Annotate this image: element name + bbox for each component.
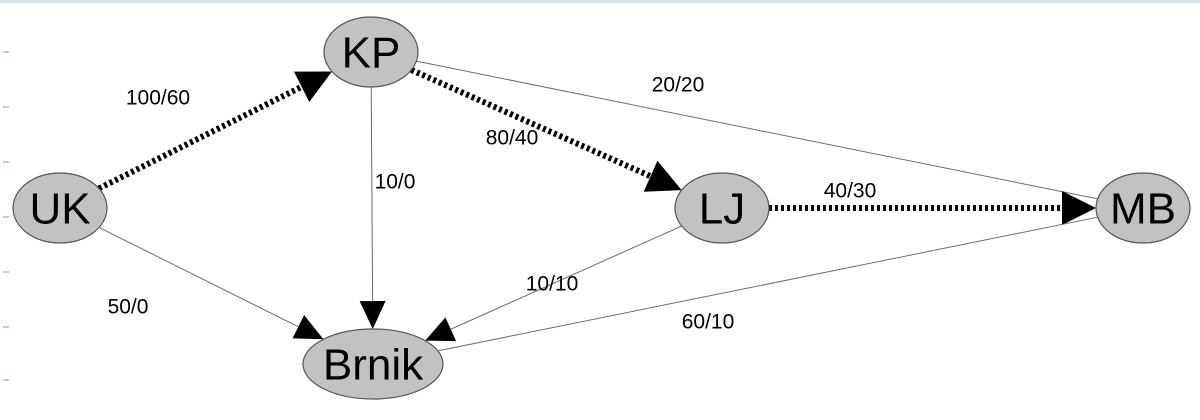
edge-labels-layer: 100/60 50/0 10/0 80/40 20/20 10/10 40/30 60/10 xyxy=(108,74,877,334)
arrowhead-kp-brnik xyxy=(359,300,386,330)
arrowhead-uk-brnik xyxy=(292,315,324,340)
edge-label-kp-lj: 80/40 xyxy=(486,127,539,150)
edge-label-lj-brnik: 10/10 xyxy=(526,273,579,296)
node-shape-brnik xyxy=(302,328,444,400)
edge-kp-brnik xyxy=(370,86,374,302)
node-label-kp: KP xyxy=(342,29,401,78)
edge-label-uk-kp: 100/60 xyxy=(126,87,190,110)
edge-label-lj-mb: 40/30 xyxy=(824,180,877,203)
edges-layer xyxy=(97,60,1098,352)
nodes-layer: UK KP Brnik LJ MB xyxy=(12,16,1191,400)
node-label-brnik: Brnik xyxy=(323,341,424,390)
arrowhead-lj-brnik xyxy=(425,317,457,342)
node-lj: LJ xyxy=(674,172,770,244)
arrowhead-uk-kp xyxy=(294,71,333,102)
edge-label-kp-brnik: 10/0 xyxy=(375,171,416,194)
edge-brnik-mb xyxy=(437,216,1098,352)
node-shape-mb xyxy=(1095,172,1191,244)
top-rule xyxy=(0,0,1200,3)
node-shape-lj xyxy=(674,172,770,244)
node-label-lj: LJ xyxy=(699,185,745,234)
edge-lj-brnik xyxy=(450,225,682,330)
edge-kp-mb xyxy=(416,60,1098,200)
edge-label-kp-mb: 20/20 xyxy=(652,74,705,97)
node-mb: MB xyxy=(1095,172,1191,244)
node-uk: UK xyxy=(12,172,108,244)
edge-label-brnik-mb: 60/10 xyxy=(682,311,735,334)
edge-uk-kp xyxy=(97,84,303,192)
node-shape-kp xyxy=(323,16,419,88)
node-brnik: Brnik xyxy=(302,328,444,400)
node-kp: KP xyxy=(323,16,419,88)
arrowhead-lj-mb xyxy=(1062,191,1096,225)
side-tick-marks xyxy=(3,51,9,381)
edge-kp-lj xyxy=(410,67,652,179)
arrowhead-kp-lj xyxy=(643,160,682,192)
edge-uk-brnik xyxy=(98,227,299,328)
node-shape-uk xyxy=(12,172,108,244)
edge-label-uk-brnik: 50/0 xyxy=(108,296,149,319)
node-label-uk: UK xyxy=(29,185,90,234)
node-label-mb: MB xyxy=(1110,185,1176,234)
